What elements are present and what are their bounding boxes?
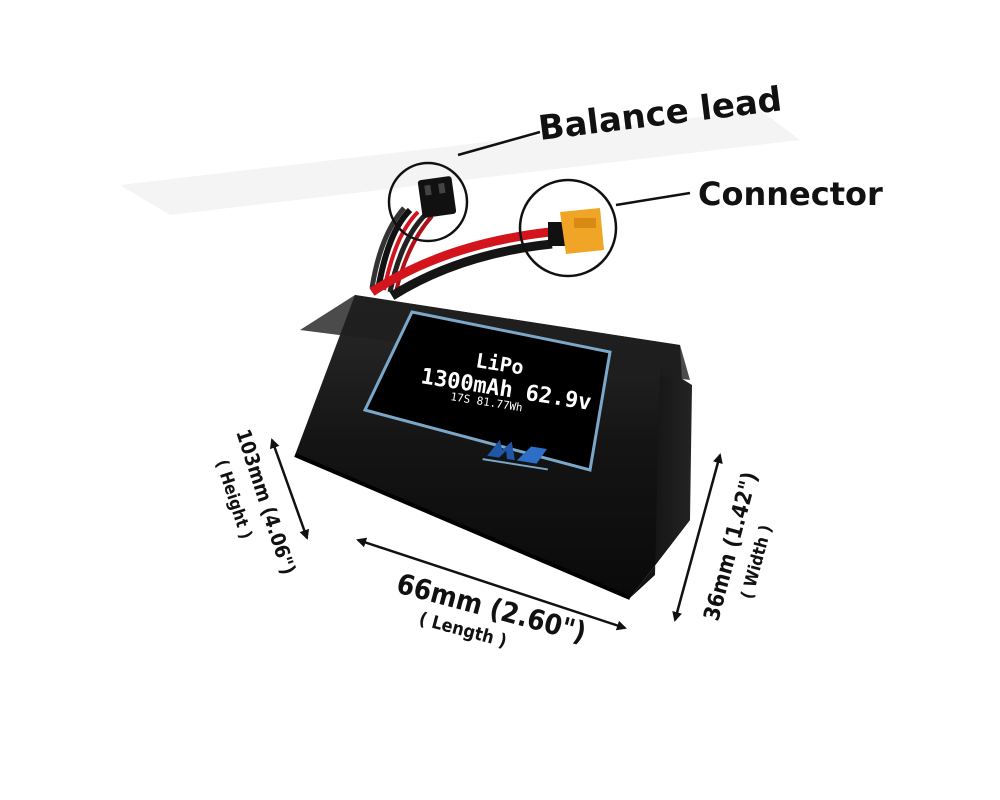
balance-lead-leader bbox=[457, 130, 541, 157]
connector-circle bbox=[518, 178, 618, 278]
balance-lead-circle bbox=[387, 161, 469, 243]
xt-connector bbox=[548, 208, 604, 254]
background-shadow bbox=[120, 110, 800, 215]
connector-leader bbox=[615, 191, 691, 207]
width-arrow bbox=[672, 453, 723, 622]
height-arrow bbox=[269, 438, 310, 540]
brand-logo bbox=[482, 439, 548, 471]
battery-label: LiPo 1300mAh 62.9v 17S 81.77Wh bbox=[362, 310, 612, 472]
balance-plug bbox=[417, 176, 457, 218]
main-power-wires bbox=[369, 227, 553, 300]
connector-label: Connector bbox=[698, 175, 883, 213]
length-arrow bbox=[356, 537, 627, 631]
